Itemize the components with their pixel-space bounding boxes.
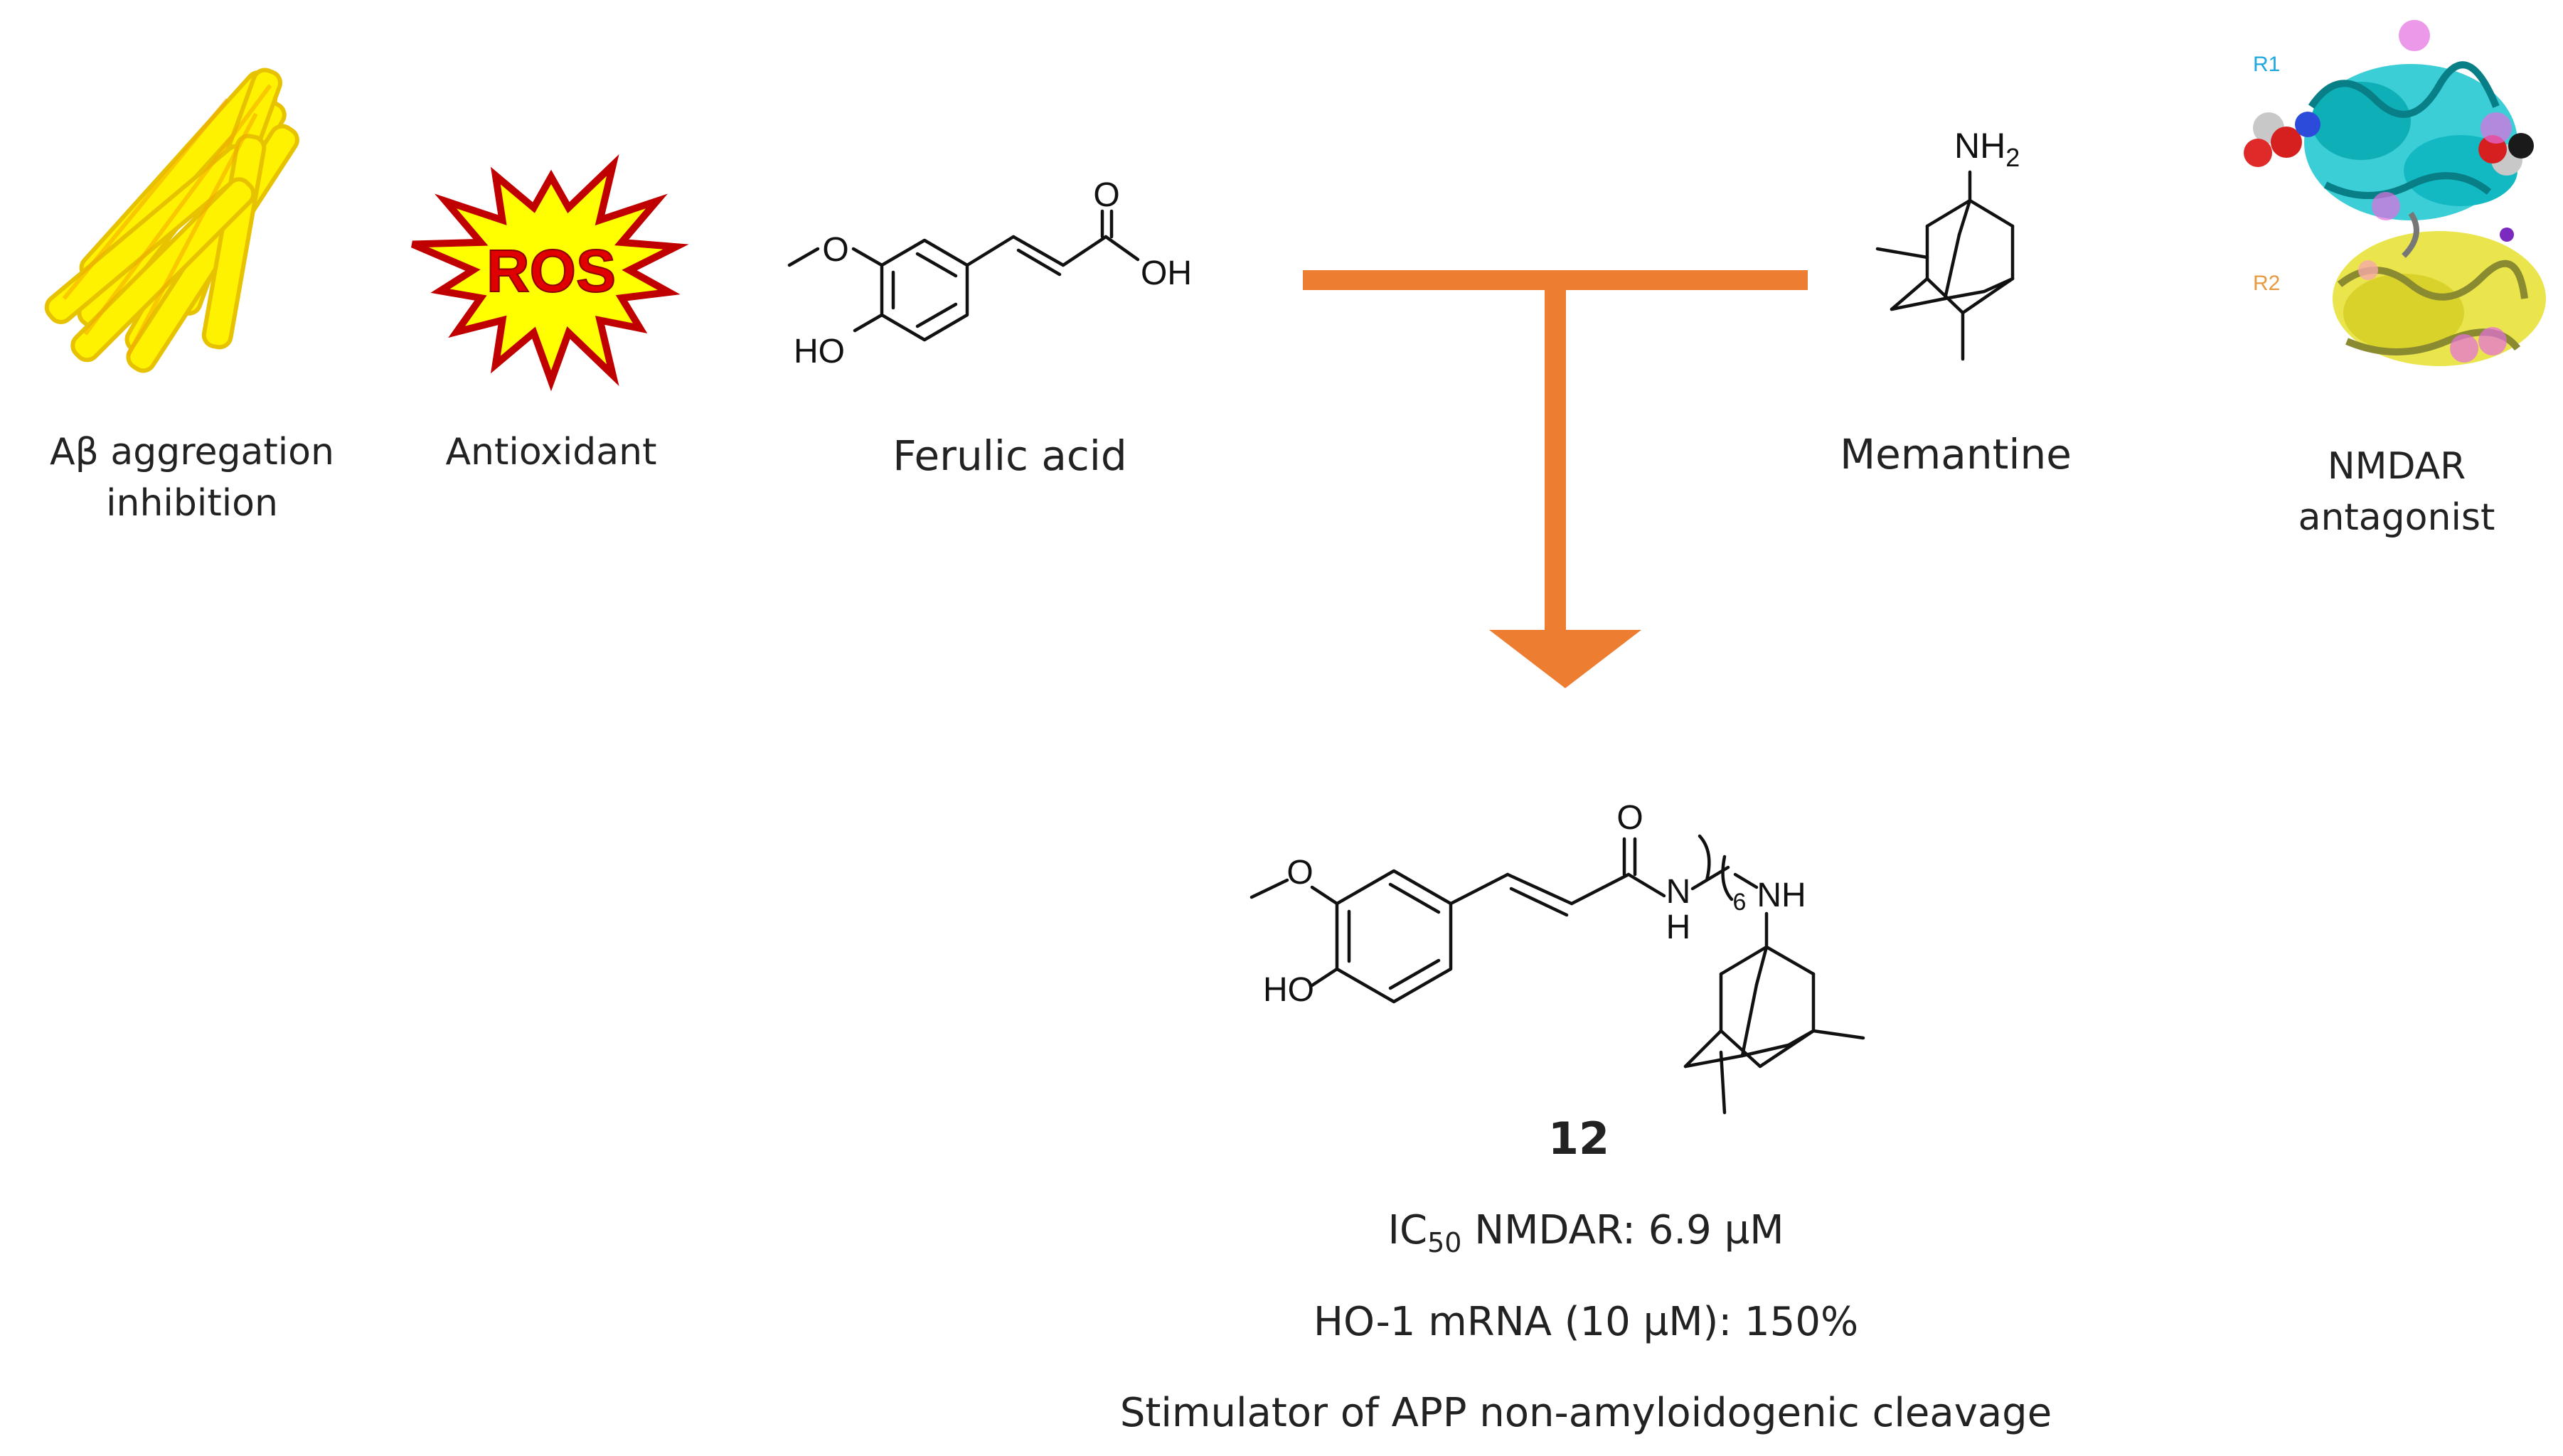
cmpd12-nh: NH [1757,877,1806,914]
nmdar-label: NMDAR antagonist [2276,441,2517,543]
protein-r1-label: R1 [2253,53,2280,76]
cmpd12-chain-subscript: 6 [1733,889,1747,916]
nmdar-label-line2: antagonist [2298,496,2495,539]
memantine-label: Memantine [1840,430,2072,478]
protein-structure-icon: R1 R2 [2244,20,2546,366]
cmpd12-o-carbonyl: O [1616,799,1643,837]
ferulic-oh: OH [1141,255,1192,292]
ferulic-o-carbonyl: O [1093,176,1119,214]
cmpd12-ho: HO [1263,971,1314,1009]
abeta-label-line2: inhibition [106,482,278,525]
cmpd12-o-methoxy: O [1286,854,1313,892]
combination-arrow [1303,270,1808,688]
cmpd12-n: N [1666,873,1691,911]
memantine-structure: NH2 [1875,126,2020,361]
ros-text: ROS [486,237,616,304]
app-line: Stimulator of APP non-amyloidogenic clea… [1119,1390,2052,1436]
ic50-line: IC50 NMDAR: 6.9 µM [1387,1207,1784,1259]
memantine-nh2: NH2 [1954,126,2020,172]
abeta-label: Aβ aggregation inhibition [28,427,356,529]
compound-12-structure: O N H 6 NH O HO [1249,799,1865,1115]
amyloid-fibril-icon [44,68,299,373]
antioxidant-label: Antioxidant [445,431,657,473]
abeta-label-line1: Aβ aggregation [50,431,334,473]
ferulic-acid-label: Ferulic acid [892,432,1127,480]
nmdar-label-line1: NMDAR [2327,445,2466,488]
protein-r2-label: R2 [2253,272,2280,295]
ferulic-ho: HO [794,333,845,370]
ferulic-acid-structure: O OH O HO [787,176,1192,370]
ferulic-o-methoxy: O [822,231,848,269]
cmpd12-h: H [1666,909,1691,946]
ros-starburst-icon: ROS [411,154,689,392]
compound-number: 12 [1547,1113,1610,1165]
ho1-line: HO-1 mRNA (10 µM): 150% [1313,1299,1859,1345]
